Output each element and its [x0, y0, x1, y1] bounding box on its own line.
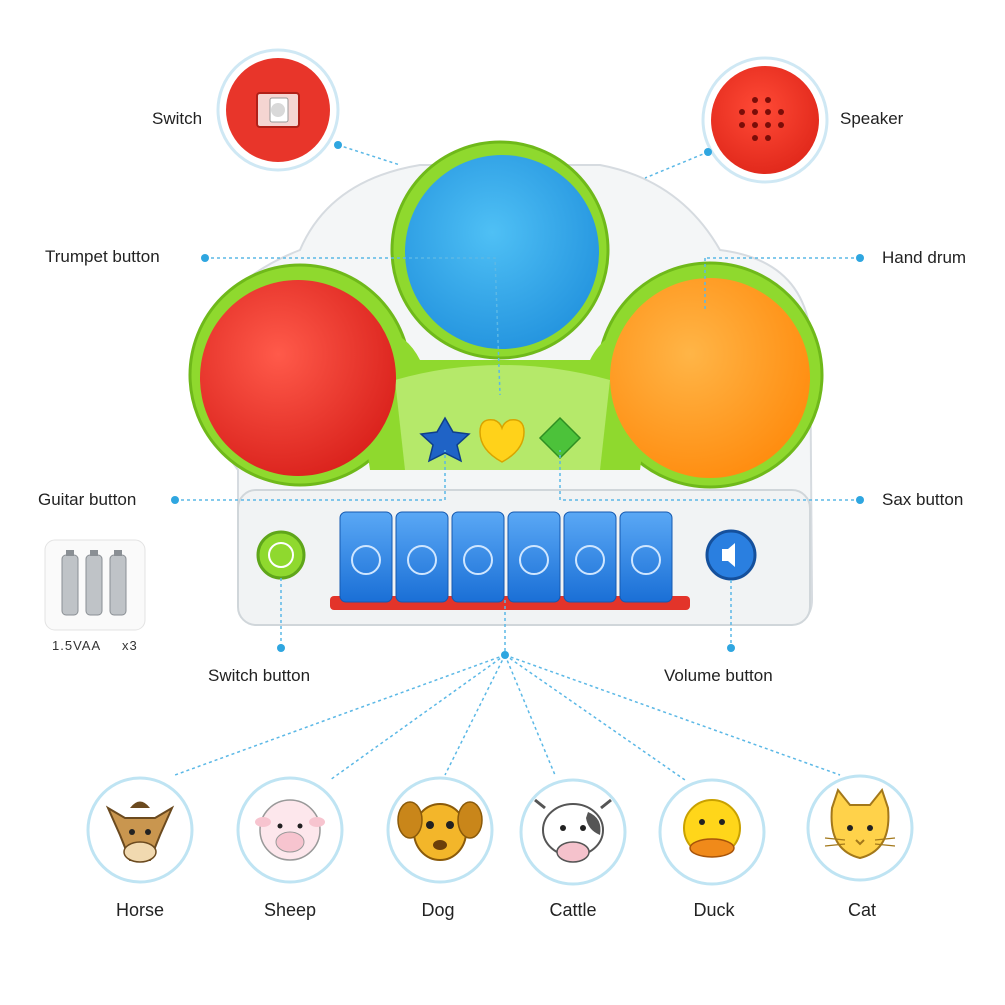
switch-callout — [216, 48, 340, 172]
battery-icon — [44, 539, 146, 631]
speaker-label: Speaker — [840, 109, 904, 128]
blue-drum[interactable] — [405, 155, 599, 349]
leader-dots — [171, 141, 864, 659]
switch-button[interactable] — [256, 530, 306, 580]
animal-label-cattle: Cattle — [549, 900, 597, 920]
leader-lines — [174, 144, 860, 781]
red-drum[interactable] — [200, 280, 396, 476]
hand-drum-label: Hand drum — [882, 248, 967, 267]
animal-label-cat: Cat — [847, 900, 876, 920]
duck-icon — [658, 778, 766, 886]
dog-icon — [386, 776, 494, 884]
trumpet-button[interactable] — [479, 419, 525, 463]
orange-drum[interactable] — [610, 278, 810, 478]
trumpet-button-label: Trumpet button — [45, 247, 160, 266]
volume-button-label: Volume button — [664, 666, 773, 685]
animal-label-sheep: Sheep — [263, 900, 317, 920]
key-duck[interactable] — [563, 511, 617, 603]
cow-icon — [519, 778, 627, 886]
key-cat[interactable] — [619, 511, 673, 603]
switch-label: Switch — [152, 109, 203, 128]
key-sheep[interactable] — [395, 511, 449, 603]
switch-button-label: Switch button — [208, 666, 311, 685]
animal-label-horse: Horse — [115, 900, 164, 920]
sheep-icon — [236, 776, 344, 884]
animal-label-dog: Dog — [421, 900, 455, 920]
key-dog[interactable] — [451, 511, 505, 603]
battery-voltage: 1.5VAA — [52, 638, 102, 653]
key-horse[interactable] — [339, 511, 393, 603]
keyboard — [339, 511, 673, 603]
horse-icon — [86, 776, 194, 884]
animal-label-duck: Duck — [693, 900, 735, 920]
cat-icon — [806, 774, 914, 882]
speaker-callout — [701, 56, 829, 184]
battery-count: x3 — [122, 638, 138, 653]
guitar-button-label: Guitar button — [38, 490, 137, 509]
key-cattle[interactable] — [507, 511, 561, 603]
sax-button-label: Sax button — [882, 490, 964, 509]
guitar-button[interactable] — [419, 416, 471, 463]
